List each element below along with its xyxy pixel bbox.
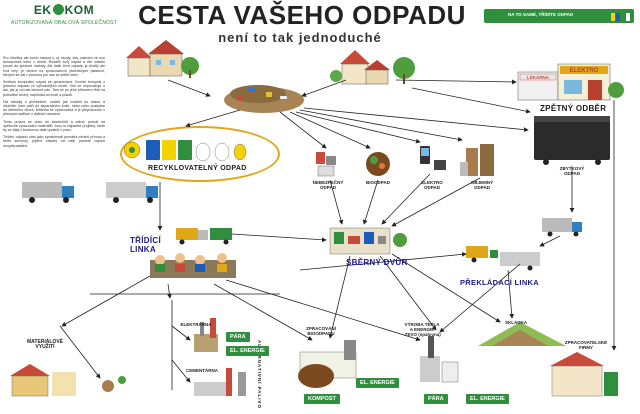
processing-firms-label: ZPRACOVATELSKÉ FIRMY [564,340,608,350]
intro-paragraph: Pro člověka ale končí starost o vý osudy… [3,56,105,77]
recyclable-waste-label: RECYKLOVATELNÝ ODPAD [148,165,247,172]
recyclable-waste-ellipse [120,126,280,182]
steam-box: PÁRA [226,332,250,342]
intro-paragraph: Dle tabulky s přehledem, uvidíte jak roz… [3,99,105,117]
cement-plant-illustration [194,368,246,396]
power-plant-label: ELEKTRÁRNA [180,322,212,327]
hazardous-waste-illustration [316,152,336,177]
heat-plant-illustration [420,336,459,383]
connector-lines [90,293,280,390]
logo-o-icon [52,4,64,15]
truck-illustration [542,218,582,237]
hazardous-waste-label: NEBEZPEČNÝ ODPAD [312,180,344,190]
shops-illustration [517,63,624,101]
power-plant-illustration [194,318,218,352]
page-subtitle: není to tak jednoduché [218,30,382,45]
compost-box: KOMPOST [304,394,340,404]
bioodpad-illustration [366,152,390,176]
material-use-illustration [10,364,126,397]
banner-text: NA TO SAMÉ, TŘÍDÍTE ODPAD [508,12,574,17]
bulky-waste-illustration [460,144,494,176]
electro-waste-illustration [420,146,446,170]
truck-illustration [466,246,540,271]
logo-word-left: EK [33,3,52,17]
houses-illustration [126,40,199,78]
alternative-fuel-label: ALTERNATIVNÍ PALIVO [257,340,262,409]
steam-box: PÁRA [424,394,448,404]
collection-yard-label: SBĚRNÝ DVŮR [346,258,408,267]
intro-paragraph: Směsný komunální odpad se zpracovává. Ch… [3,80,105,97]
energy-box: EL. ENERGIE [466,394,509,404]
material-use-label: MATERIÁLOVÉ VYUŽITÍ [26,339,64,350]
pharmacy-sign: LÉKÁRNA [527,73,550,80]
landfill-illustration [478,322,566,346]
intro-paragraph: Tento proces se vrací do zásobníků a odt… [3,119,105,133]
electro-shop-sign: ELEKTRO [570,68,599,74]
recycling-bins-illustration [123,140,247,162]
electro-waste-label: ELEKTRO ODPAD [421,180,443,190]
collection-yard-illustration [329,227,407,255]
ekokom-logo: EK KOM AUTORIZOVANÁ OBALOVÁ SPOLEČNOST [8,3,120,33]
transfer-line-label: PŘEKLÁDACÍ LINKA [460,278,539,287]
sorting-line-illustration [150,253,236,278]
cement-plant-label: CEMENTÁRNA [186,368,218,373]
bio-processing-label: ZPRACOVÁNÍ BIOODPADU [306,326,336,336]
truck-illustration [22,182,74,203]
bioodpad-label: BIOODPAD [366,180,390,185]
logo-word-right: KOM [64,3,95,17]
residual-waste-container-illustration [534,116,610,165]
intro-text: Pro člověka ale končí starost o vý osudy… [3,56,105,151]
truck-illustration [106,182,158,203]
flow-arrows [59,79,617,383]
energy-box: EL. ENERGIE [356,378,399,388]
waste-heap-illustration [224,85,304,113]
heat-production-label: VÝROBA TEPLA A ENERGIE -ZEVO (spalovna) [403,322,441,337]
bulky-waste-label: OBJEMNÝ ODPAD [470,180,494,190]
bio-processing-illustration [298,340,357,388]
processing-firms-illustration [550,352,618,397]
energy-box: EL. ENERGIE [226,346,269,356]
intro-paragraph: Třídění odpadu nám jako společnosti pomá… [3,135,105,148]
residual-waste-label: ZBYTKOVÝ ODPAD [559,166,585,176]
sorting-line-label: TŘÍDÍCÍ LINKA [130,236,161,254]
recycling-bins-icon [611,13,630,21]
landfill-label: SKLÁDKA [505,320,527,325]
page-title: CESTA VAŠEHO ODPADU [138,0,466,30]
campaign-banner: NA TO SAMÉ, TŘÍDÍTE ODPAD [484,9,634,23]
logo-tagline: AUTORIZOVANÁ OBALOVÁ SPOLEČNOST [10,20,118,26]
return-label: ZPĚTNÝ ODBĚR [540,104,607,113]
village-houses-illustration [330,50,415,85]
truck-illustration [176,228,232,245]
